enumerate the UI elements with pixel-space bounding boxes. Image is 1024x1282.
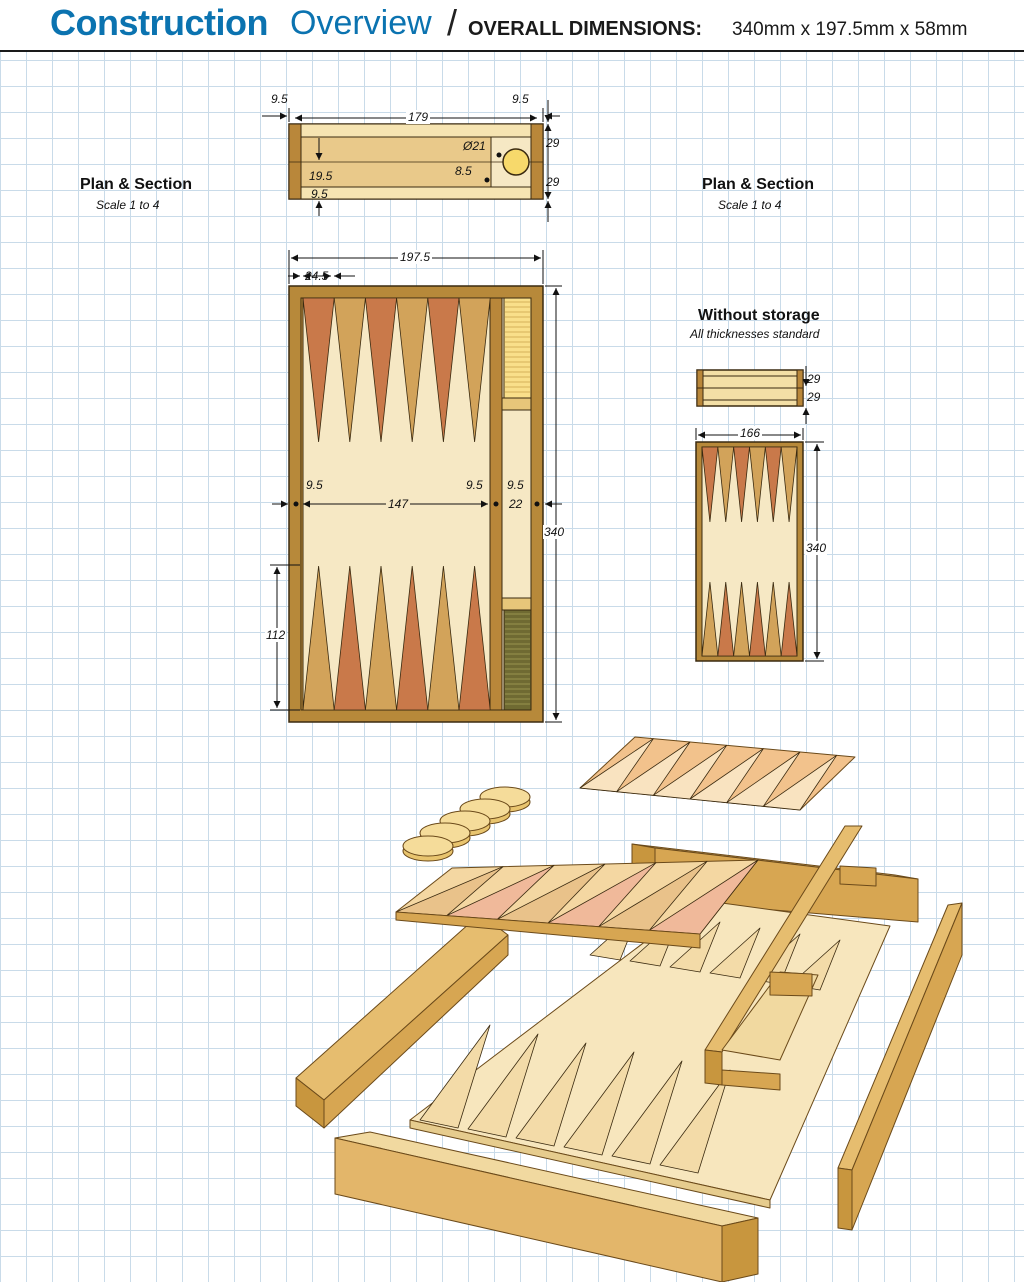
board-point-bottom xyxy=(302,565,335,711)
title-separator: / xyxy=(447,2,458,43)
dim-plan-length: 340 xyxy=(543,525,566,539)
dim-storage-width: 22 xyxy=(509,497,523,511)
alt-point-top xyxy=(701,446,719,523)
dim-section-height-bottom: 29 xyxy=(546,175,560,189)
alt-point-top xyxy=(764,446,782,523)
alt-point-bottom xyxy=(733,581,750,657)
alt-point-top xyxy=(733,446,750,523)
dim-section-end-left: 9.5 xyxy=(271,92,288,106)
dim-section-width: 179 xyxy=(406,110,431,124)
alt-point-bottom xyxy=(717,581,735,657)
dim-plan-inner-width: 147 xyxy=(386,497,411,511)
storage-bottom-checkers xyxy=(503,609,532,711)
dim-section-depth: 19.5 xyxy=(309,169,333,183)
checker-stack xyxy=(402,786,531,862)
base-groove xyxy=(659,1069,731,1174)
overall-dimensions-label: OVERALL DIMENSIONS: xyxy=(468,18,703,40)
dim-section-height-top: 29 xyxy=(546,136,560,150)
title-construction: Construction xyxy=(50,2,268,43)
board-point-bottom xyxy=(396,565,429,711)
base-groove xyxy=(467,1033,539,1138)
base-groove xyxy=(515,1042,587,1147)
dim-alt-width: 166 xyxy=(738,426,763,440)
loose-point xyxy=(652,744,728,800)
section-view xyxy=(262,100,560,222)
checker-section-icon xyxy=(502,148,530,176)
dim-section-base: 9.5 xyxy=(311,187,328,201)
board-point-bottom xyxy=(333,565,366,711)
loose-point xyxy=(579,738,654,793)
alt-point-bottom xyxy=(749,581,766,657)
alt-point-top xyxy=(780,446,798,523)
loose-point xyxy=(726,751,801,807)
board-point-top xyxy=(396,297,429,443)
title-overview: Overview xyxy=(290,4,432,42)
storage-top-checkers xyxy=(503,297,532,399)
without-storage-heading: Without storage xyxy=(698,307,820,324)
board-point-bottom xyxy=(458,565,491,711)
scale-note-left: Scale 1 to 4 xyxy=(96,198,160,212)
dim-section-offset: 8.5 xyxy=(455,164,472,178)
plan-view xyxy=(270,250,562,723)
alt-section-view xyxy=(696,366,810,424)
page-header: Construction Overview / OVERALL DIMENSIO… xyxy=(0,0,1024,52)
board-point-top xyxy=(333,297,366,443)
dim-point-length: 112 xyxy=(265,628,287,642)
alt-point-bottom xyxy=(780,581,798,657)
dim-alt-height-top: 29 xyxy=(807,372,821,386)
loose-point xyxy=(616,741,691,796)
alt-point-top xyxy=(749,446,766,523)
base-groove xyxy=(419,1024,491,1129)
alt-point-top xyxy=(717,446,735,523)
dim-plan-width: 197.5 xyxy=(398,250,433,264)
board-point-top xyxy=(458,297,491,443)
plan-section-heading-left: Plan & Section xyxy=(80,176,193,193)
board-point-top xyxy=(427,297,460,443)
without-storage-note: All thicknesses standard xyxy=(690,327,820,341)
dim-point-width: 24.5 xyxy=(305,269,329,283)
exploded-assembly xyxy=(295,736,963,1282)
overall-dimensions-value: 340mm x 197.5mm x 58mm xyxy=(732,19,968,40)
board-point-bottom xyxy=(364,565,398,711)
plan-section-heading-right: Plan & Section xyxy=(702,176,815,193)
alt-point-bottom xyxy=(701,581,719,657)
board-point-bottom xyxy=(427,565,460,711)
dim-plan-side-right: 9.5 xyxy=(507,478,524,492)
dim-alt-length: 340 xyxy=(805,541,828,555)
board-point-top xyxy=(302,297,335,443)
loose-point xyxy=(762,754,838,811)
dim-plan-side-left: 9.5 xyxy=(306,478,323,492)
dim-plan-side-mid: 9.5 xyxy=(466,478,483,492)
base-groove xyxy=(611,1060,683,1165)
base-groove xyxy=(563,1051,635,1156)
alt-point-bottom xyxy=(764,581,782,657)
dim-alt-height-bottom: 29 xyxy=(807,390,821,404)
base-groove xyxy=(709,927,761,979)
dim-section-end-right: 9.5 xyxy=(512,92,529,106)
loose-point xyxy=(689,748,764,804)
alt-plan-view xyxy=(695,428,824,662)
dim-hole-diameter: Ø21 xyxy=(463,139,486,153)
board-point-top xyxy=(364,297,398,443)
scale-note-right: Scale 1 to 4 xyxy=(718,198,782,212)
